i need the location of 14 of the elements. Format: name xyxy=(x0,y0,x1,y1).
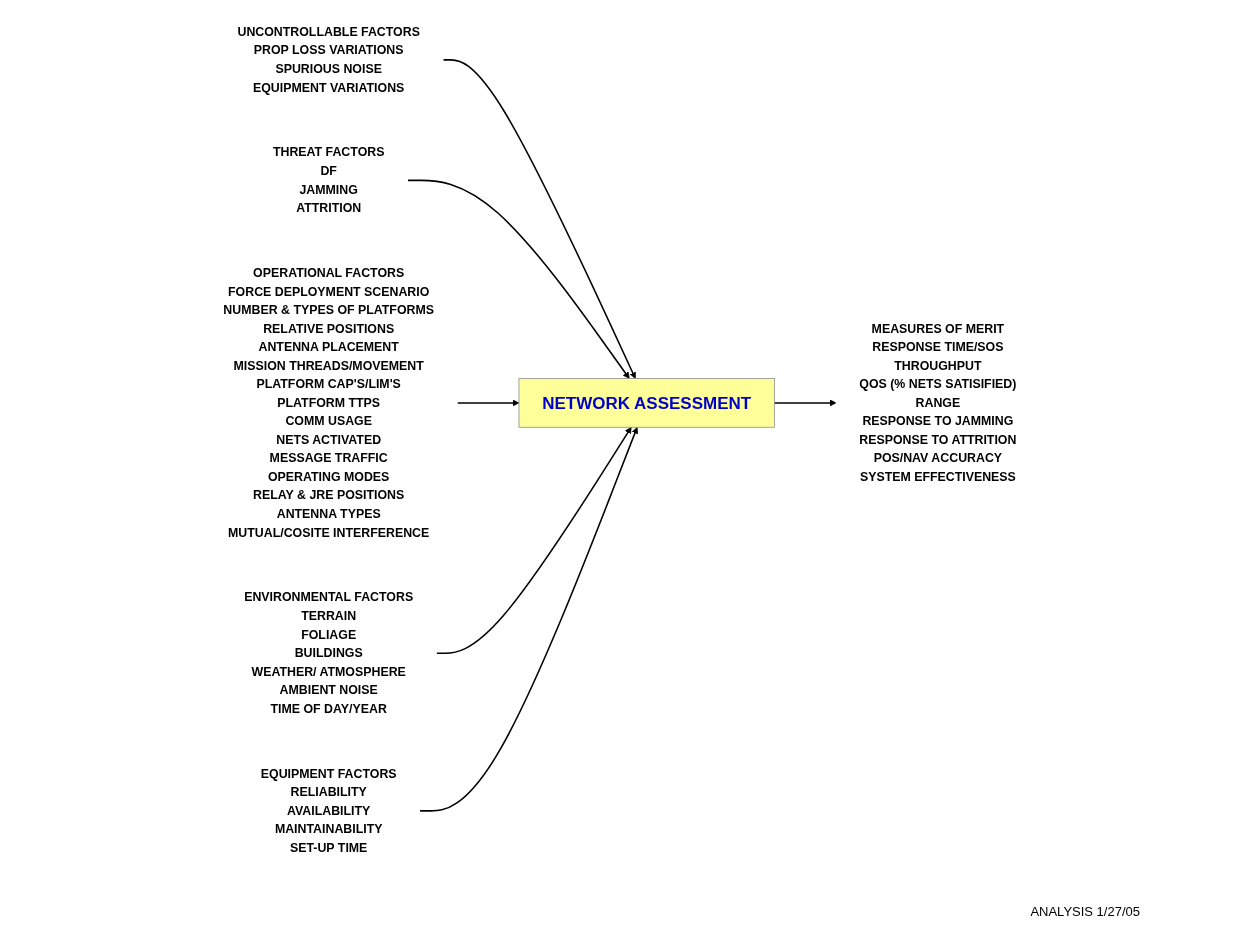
arrow xyxy=(406,179,630,379)
node-box: NETWORK ASSESSMENT xyxy=(518,378,775,428)
arrow xyxy=(773,399,837,407)
node-text: OPERATIONAL FACTORS FORCE DEPLOYMENT SCENARIO NUMBER & TYPES OF PLATFORMS RELATIVE POSITIONS ANTENNA PLACEMENT MISSION THREADS/MOVEMENT PLATFORM CAP'S/LIM'S PLATFORM TTPS COMM USAGE NETS ACTIVATED MESSAGE TRAFFIC OPERATING MODES RELAY & JRE POSITIONS ANTENNA TYPES MUTUAL/COSITE INTERFERENCE xyxy=(223,266,435,539)
node-text: THREAT FACTORS DF JAMMING ATTRITION xyxy=(273,145,385,215)
note-text: ANALYSIS 1/27/05 xyxy=(1030,904,1140,919)
arrow xyxy=(442,59,637,379)
node-text: EQUIPMENT FACTORS RELIABILITY AVAILABILITY MAINTAINABILITY SET-UP TIME xyxy=(260,766,397,855)
arrow xyxy=(435,426,632,654)
node-text: ENVIRONMENTAL FACTORS TERRAIN FOLIAGE BUILDINGS WEATHER/ ATMOSPHERE AMBIENT NOISE TIME OF DAY/YEAR xyxy=(244,590,414,716)
arrow xyxy=(456,399,520,407)
node-text: UNCONTROLLABLE FACTORS PROP LOSS VARIATIONS SPURIOUS NOISE EQUIPMENT VARIATIONS xyxy=(237,25,421,94)
arrow xyxy=(419,426,639,812)
node-text: MEASURES OF MERIT RESPONSE TIME/SOS THROUGHPUT QOS (% NETS SATISIFIED) RANGE RESPONSE TO JAMMING RESPONSE TO ATTRITION POS/NAV ACCURACY SYSTEM EFFECTIVENESS xyxy=(859,321,1017,484)
